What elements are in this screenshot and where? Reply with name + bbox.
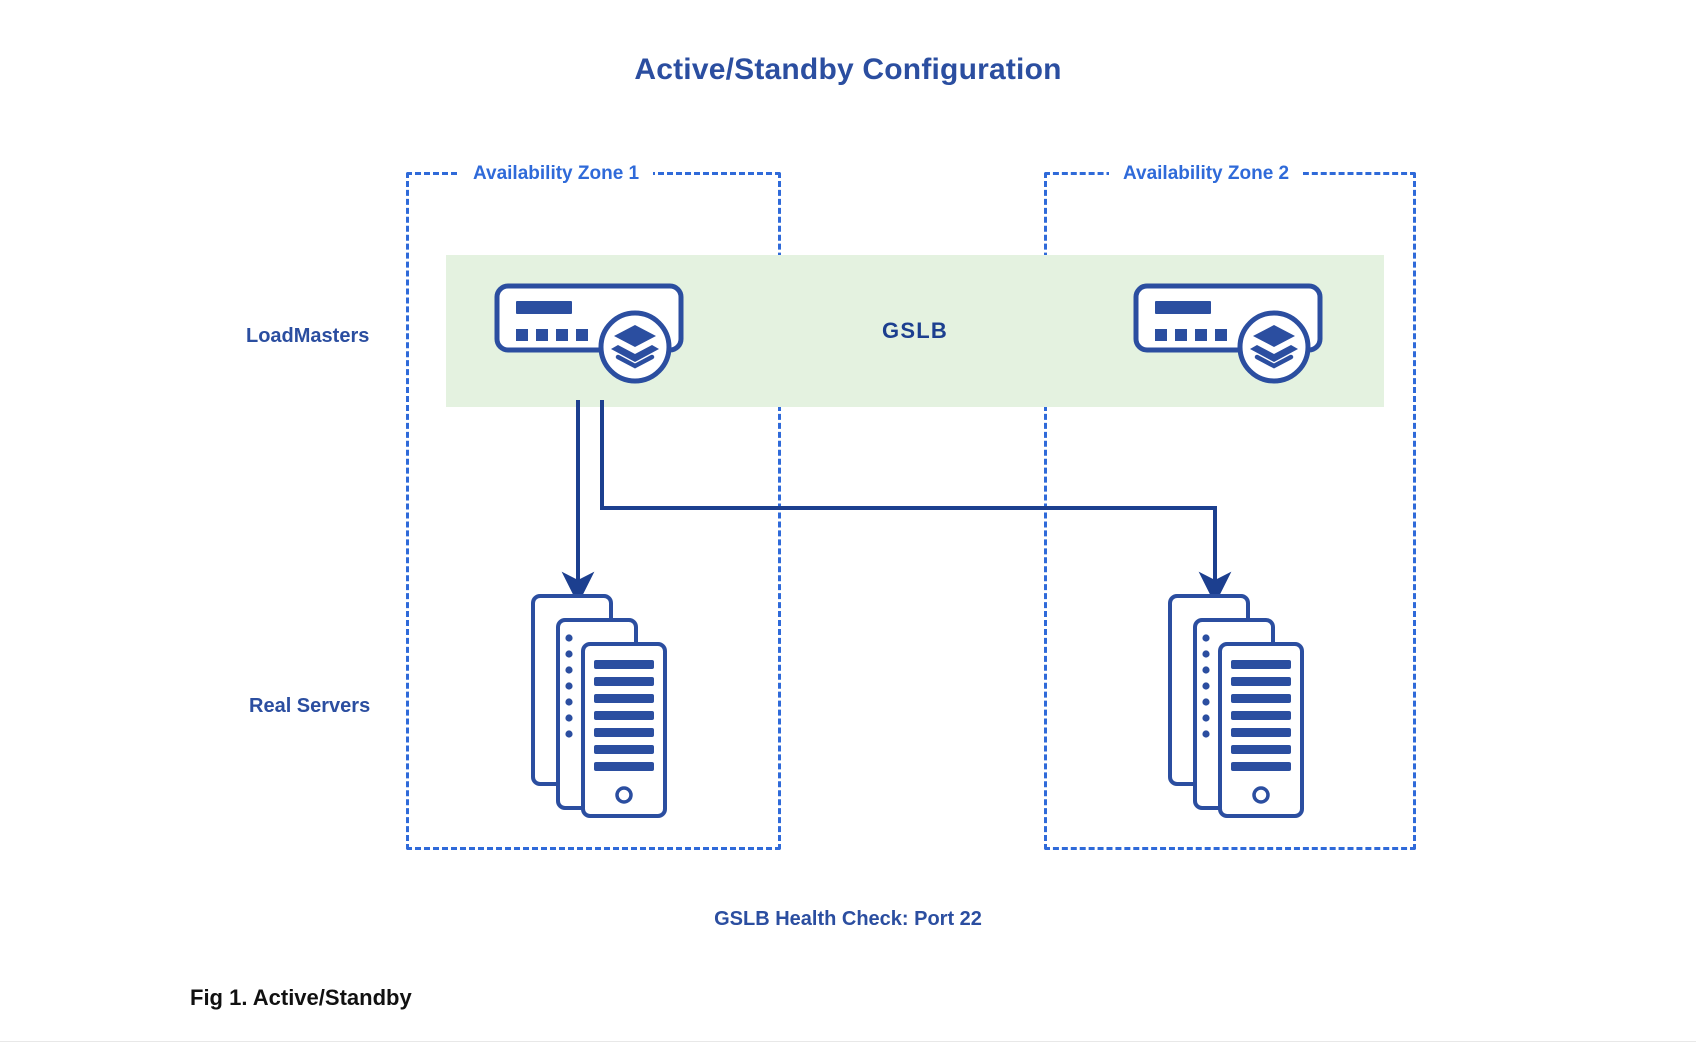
loadmaster-2[interactable] (1133, 281, 1333, 391)
server-stack-icon (531, 594, 667, 818)
gslb-health-check-label: GSLB Health Check: Port 22 (714, 908, 982, 930)
availability-zone-1-label: Availability Zone 1 (459, 159, 654, 189)
page-title: Active/Standby Configuration (634, 53, 1062, 86)
page-bottom-divider (0, 1041, 1696, 1042)
layered-stack-icon (598, 310, 672, 384)
server-stack-1[interactable] (530, 592, 670, 820)
availability-zone-2-label: Availability Zone 2 (1109, 159, 1304, 189)
layered-stack-icon (1237, 310, 1311, 384)
server-stack-icon (1168, 594, 1304, 818)
loadmaster-1[interactable] (494, 281, 694, 391)
loadmaster-appliance-icon (494, 283, 684, 384)
gslb-label: GSLB (882, 318, 948, 343)
loadmaster-appliance-icon (1133, 283, 1323, 384)
row-label-loadmasters: LoadMasters (246, 325, 370, 347)
row-label-real-servers: Real Servers (249, 695, 371, 717)
server-stack-2[interactable] (1167, 592, 1307, 820)
figure-caption: Fig 1. Active/Standby (190, 985, 412, 1010)
